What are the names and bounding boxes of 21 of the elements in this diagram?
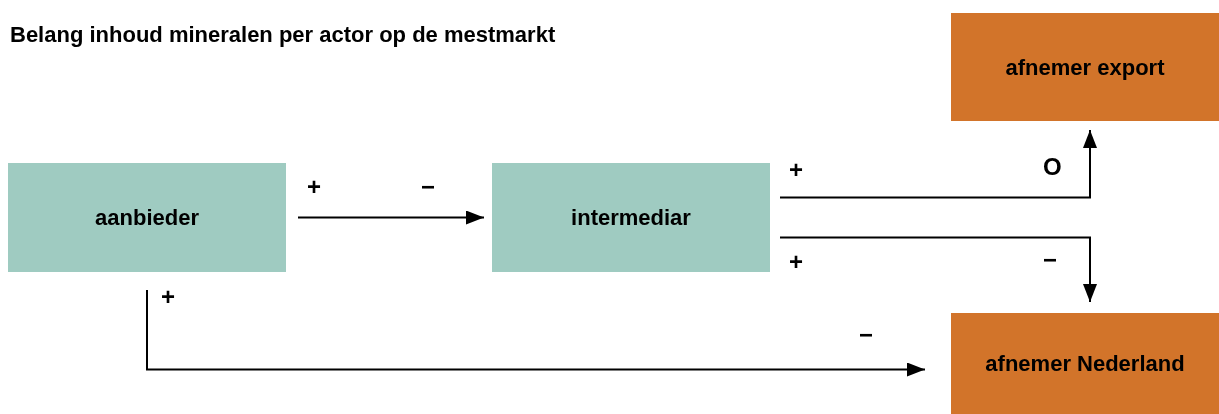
arrow [779,129,1097,199]
arrow [146,289,926,377]
actor-box [8,163,286,272]
sign-label: + [161,285,175,309]
actor-label: afnemer Nederland [985,350,1185,378]
sign-label: + [307,175,321,199]
actor-label: intermediar [571,204,691,232]
actor-box [951,13,1219,121]
sign-label: − [859,323,873,347]
sign-label: + [789,250,803,274]
arrow [297,210,485,225]
sign-label: + [789,158,803,182]
sign-label: − [421,175,435,199]
actor-label: afnemer export [1005,53,1165,82]
sign-label: − [1043,248,1057,272]
actor-box [492,163,770,272]
actor-label: aanbieder [95,204,199,232]
diagram-title: Belang inhoud mineralen per actor op de mestmarkt [10,21,556,49]
arrow [779,236,1097,303]
sign-label: O [1043,155,1062,179]
actor-box [951,313,1219,414]
